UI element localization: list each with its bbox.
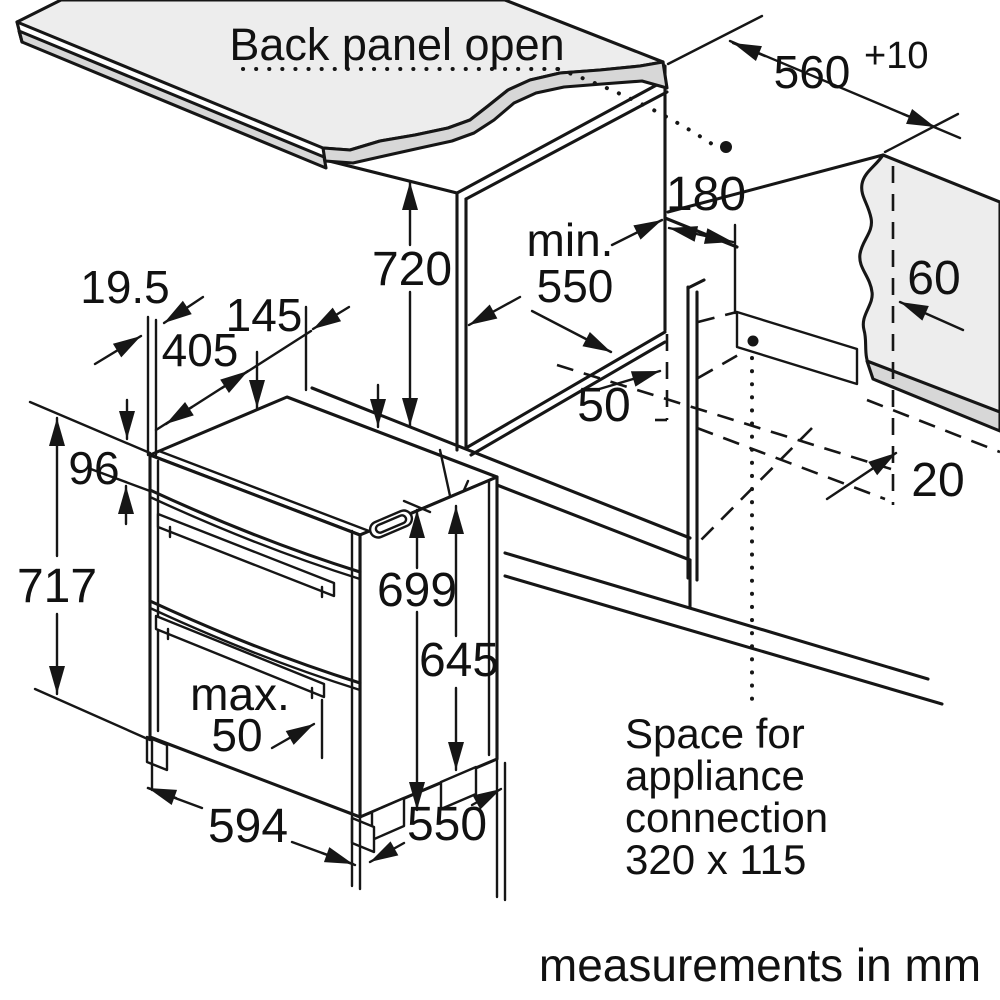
drawer-seam-lower (148, 599, 362, 685)
footer-units-note: measurements in mm (539, 939, 981, 991)
dim-60-label: 60 (907, 252, 960, 305)
dim-699-label: 699 (377, 564, 457, 617)
dim-717 (33, 416, 152, 742)
connection-space-hatch (735, 310, 859, 386)
dim-699 (402, 499, 432, 812)
right-wall-panel (858, 153, 1000, 454)
leader-dot (747, 335, 759, 347)
plinth-front-edge (503, 551, 930, 681)
connection-note-line1: Space for (625, 710, 805, 757)
dim-550-depth (350, 757, 507, 902)
dim-717-label: 717 (17, 560, 97, 613)
dim-min-550-label: 550 (537, 260, 614, 312)
niche-cabinet (310, 64, 944, 706)
dim-180-label: 180 (666, 168, 746, 221)
dim-max-label: max. (190, 668, 290, 720)
dim-560-tolerance-label: +10 (864, 35, 928, 77)
dim-19-5 (93, 295, 205, 366)
dim-60 (891, 166, 965, 505)
upper-drawer-handle (156, 512, 336, 599)
dim-560 (666, 14, 962, 154)
dim-180 (667, 223, 737, 315)
dim-20 (825, 451, 898, 501)
countertop (15, 0, 669, 170)
dim-645-label: 645 (419, 634, 499, 687)
dim-720-label: 720 (372, 243, 452, 296)
dim-min-550 (467, 218, 664, 327)
connection-note-line3: connection (625, 794, 828, 841)
dim-594 (146, 738, 357, 867)
dim-50-floor (530, 309, 662, 392)
dim-96-label: 96 (68, 442, 119, 494)
dim-594-label: 594 (208, 800, 288, 853)
connection-note: Space for appliance connection 320 x 115 (625, 710, 828, 883)
dim-min-label: min. (527, 214, 614, 266)
dim-145 (304, 305, 386, 429)
title-leader (241, 67, 732, 153)
connection-note-line4: 320 x 115 (625, 836, 806, 883)
dim-405 (154, 329, 313, 432)
dim-145-label: 145 (226, 289, 303, 341)
dim-19-5-label: 19.5 (80, 261, 170, 313)
dim-max-50-label: 50 (211, 709, 262, 761)
dim-96 (28, 398, 152, 526)
dim-560-label: 560 (774, 46, 851, 98)
wall-bottom-edge (865, 359, 1000, 433)
lower-drawer-handle (154, 614, 326, 700)
label-back-panel-open: Back panel open (229, 19, 564, 70)
dimension-annotations (28, 14, 965, 902)
side-grip-handle (368, 509, 414, 539)
dim-50-floor-label: 50 (577, 379, 630, 432)
connection-note-line2: appliance (625, 752, 805, 799)
dim-405-label: 405 (162, 324, 239, 376)
dim-550-depth-label: 550 (407, 798, 487, 851)
drawer-seam-upper (148, 488, 362, 574)
dim-20-label: 20 (911, 454, 964, 507)
dim-max-50 (270, 698, 324, 760)
